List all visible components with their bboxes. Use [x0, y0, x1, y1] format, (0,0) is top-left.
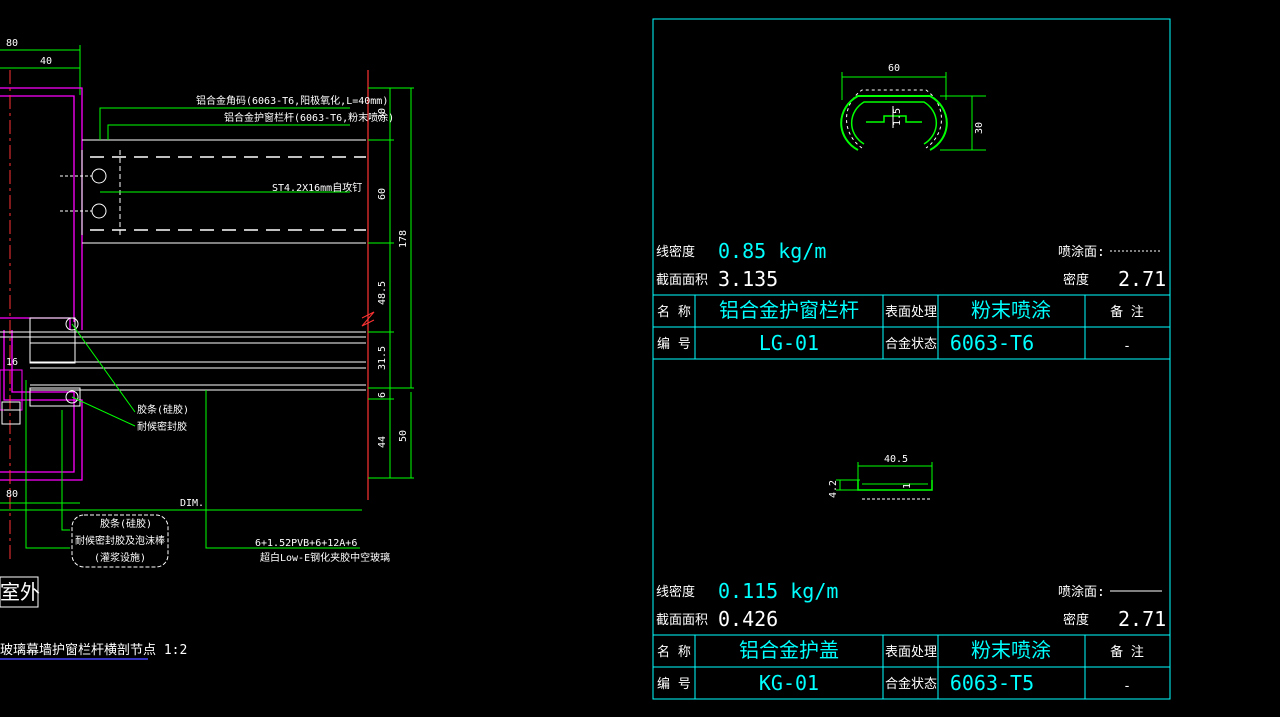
profile-1-dim-width: 60: [888, 63, 900, 74]
dim-80-top: 80: [6, 38, 18, 49]
glass-spec-line-2: 超白Low-E钢化夹胶中空玻璃: [260, 551, 390, 564]
profile-2-name-label: 名 称: [657, 644, 691, 660]
profile-1-surface-value: 粉末喷涂: [971, 298, 1051, 322]
dim-16: 16: [6, 357, 18, 368]
dim-178: 178: [398, 230, 409, 248]
profile-1-alloy-value: 6063-T6: [950, 331, 1034, 355]
profile-2-surface-label: 表面处理: [885, 645, 937, 660]
profile-2-name-value: 铝合金护盖: [739, 638, 839, 662]
profile-2-remark-value: -: [1123, 679, 1131, 694]
callout-strip-2: 耐候密封胶及泡沫棒: [75, 534, 165, 547]
profile-1-alloy-label: 合金状态: [885, 336, 937, 352]
profile-2-code-label: 编 号: [657, 677, 691, 692]
dim-50: 50: [398, 430, 409, 442]
rail-profile-drawing: [840, 72, 986, 151]
dim-31-5: 31.5: [377, 346, 388, 370]
profile-2-remark-label: 备 注: [1110, 644, 1144, 660]
profile-2-linear-density-value: 0.115 kg/m: [718, 579, 838, 603]
dim-30: 30: [377, 108, 388, 120]
profile-1-code-label: 编 号: [657, 337, 691, 352]
profile-1-name-value: 铝合金护窗栏杆: [719, 298, 859, 322]
profile-2-area-value: 0.426: [718, 607, 778, 631]
dim-80-bottom: 80: [6, 489, 18, 500]
profile-1-linear-density-value: 0.85 kg/m: [718, 239, 826, 263]
profile-2-surface-value: 粉末喷涂: [971, 638, 1051, 662]
section-title: 玻璃幕墙护窗栏杆横剖节点 1:2: [0, 642, 187, 658]
profile-2-coating-label: 喷涂面:: [1058, 584, 1105, 600]
glass-unit: [0, 331, 366, 391]
profile-2-linear-density-label: 线密度: [656, 584, 695, 600]
profile-2-alloy-value: 6063-T5: [950, 671, 1034, 695]
cover-profile-drawing: [836, 462, 933, 500]
profile-1-dim-height: 30: [974, 122, 985, 134]
mullion-profile: [0, 87, 83, 481]
section-detail: 80 40: [0, 38, 414, 660]
profile-1-remark-value: -: [1123, 339, 1131, 354]
profile-1-code-value: LG-01: [759, 331, 819, 355]
callout-screw: ST4.2X16mm自攻钉: [272, 181, 362, 194]
profile-1-coating-label: 喷涂面:: [1058, 244, 1105, 260]
profile-1-name-label: 名 称: [657, 304, 691, 320]
profile-1-dim-inner: 1.5: [892, 108, 903, 126]
callout-gasket: 胶条(硅胶): [137, 403, 189, 416]
dim-40: 40: [40, 56, 52, 67]
dim-48-5: 48.5: [377, 281, 388, 305]
callout-corner-bracket: 铝合金角码(6063-T6,阳极氧化,L=40mm): [196, 94, 388, 107]
callout-guard-rail: 铝合金护窗栏杆(6063-T6,粉末喷涂): [224, 111, 394, 124]
profile-sheet: [652, 18, 1171, 700]
profile-2-code-value: KG-01: [759, 671, 819, 695]
dim-6: 6: [377, 392, 388, 398]
profile-1-area-label: 截面面积: [656, 273, 708, 288]
profile-1-linear-density-label: 线密度: [656, 244, 695, 260]
dim-44: 44: [377, 436, 388, 448]
glass-spec-line-1: 6+1.52PVB+6+12A+6: [255, 538, 357, 549]
profile-2-dim-width: 40.5: [884, 454, 908, 465]
dim-label: DIM.: [180, 498, 204, 509]
dim-60: 60: [377, 188, 388, 200]
profile-2-density-value: 2.71: [1118, 607, 1166, 631]
profile-2-alloy-label: 合金状态: [885, 676, 937, 692]
profile-1-density-value: 2.71: [1118, 267, 1166, 291]
profile-1-density-label: 密度: [1063, 272, 1089, 288]
profile-2-dim-inner: 1: [902, 483, 913, 489]
callout-sealant: 耐候密封胶: [137, 420, 187, 433]
profile-1-area-value: 3.135: [718, 267, 778, 291]
callout-strip-3: (灌浆设施): [94, 551, 146, 564]
screw-icon: [60, 168, 107, 219]
profile-2-area-label: 截面面积: [656, 613, 708, 628]
profile-2-dim-height: 4.2: [828, 480, 839, 498]
profile-1-surface-label: 表面处理: [885, 305, 937, 320]
callout-strip-1: 胶条(硅胶): [100, 517, 152, 530]
profile-2-density-label: 密度: [1063, 612, 1089, 628]
profile-1-remark-label: 备 注: [1110, 304, 1144, 320]
outside-label: 室外: [0, 580, 40, 604]
